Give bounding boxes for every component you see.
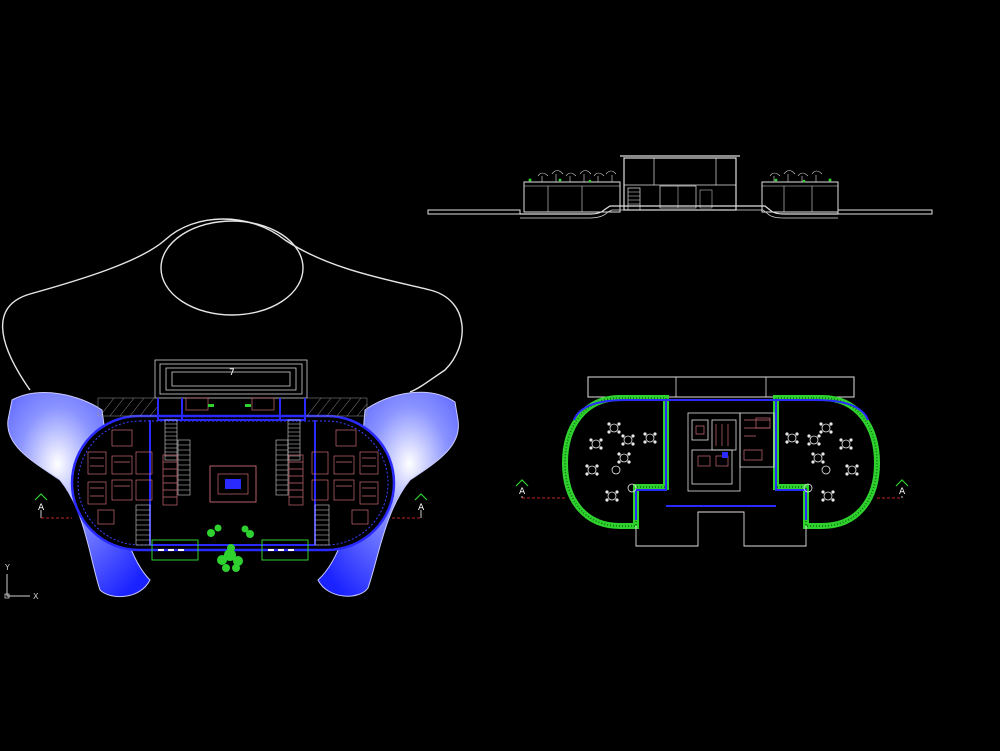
section-marker-left-plan-east: A	[392, 493, 428, 519]
landscape-contour	[1, 218, 463, 393]
right-floor-plan: A A	[515, 376, 909, 547]
furniture-right-wing	[311, 429, 379, 525]
right-plan-walls	[573, 399, 869, 520]
planter-left	[561, 395, 669, 529]
interior-stairs	[135, 419, 330, 546]
section-marker-left-plan-west: A	[34, 493, 72, 519]
planter-right	[773, 395, 881, 529]
reading-tables-left	[587, 423, 655, 501]
oval-pond	[160, 220, 304, 316]
section-marker-right-plan-west: A	[515, 479, 565, 499]
ucs-y-label: Y	[4, 563, 10, 572]
reading-chairs-right	[785, 422, 859, 502]
stair-number: 7	[229, 368, 235, 378]
left-floor-plan: 7	[1, 218, 463, 598]
bottom-entries	[151, 539, 309, 561]
service-block	[635, 511, 807, 547]
entrance-stair	[154, 359, 308, 399]
central-meeting-table	[209, 465, 257, 503]
landscape-plants	[207, 404, 254, 572]
section-label: A	[38, 503, 45, 513]
building-section-elevation	[427, 155, 933, 219]
reading-tables-right	[787, 423, 857, 501]
section-marker-right-plan-east: A	[877, 479, 909, 499]
core-furniture	[695, 417, 771, 467]
hatched-terrace	[97, 397, 368, 417]
section-label: A	[519, 487, 526, 497]
section-label: A	[899, 487, 906, 497]
ucs-icon: Y X	[4, 563, 39, 601]
core-rooms	[687, 412, 775, 492]
furniture-left-wing	[87, 429, 153, 525]
ucs-x-label: X	[33, 592, 39, 601]
bookshelves	[162, 397, 304, 506]
reading-chairs-left	[585, 422, 657, 502]
section-label: A	[418, 503, 425, 513]
roof-canopy	[587, 376, 855, 398]
